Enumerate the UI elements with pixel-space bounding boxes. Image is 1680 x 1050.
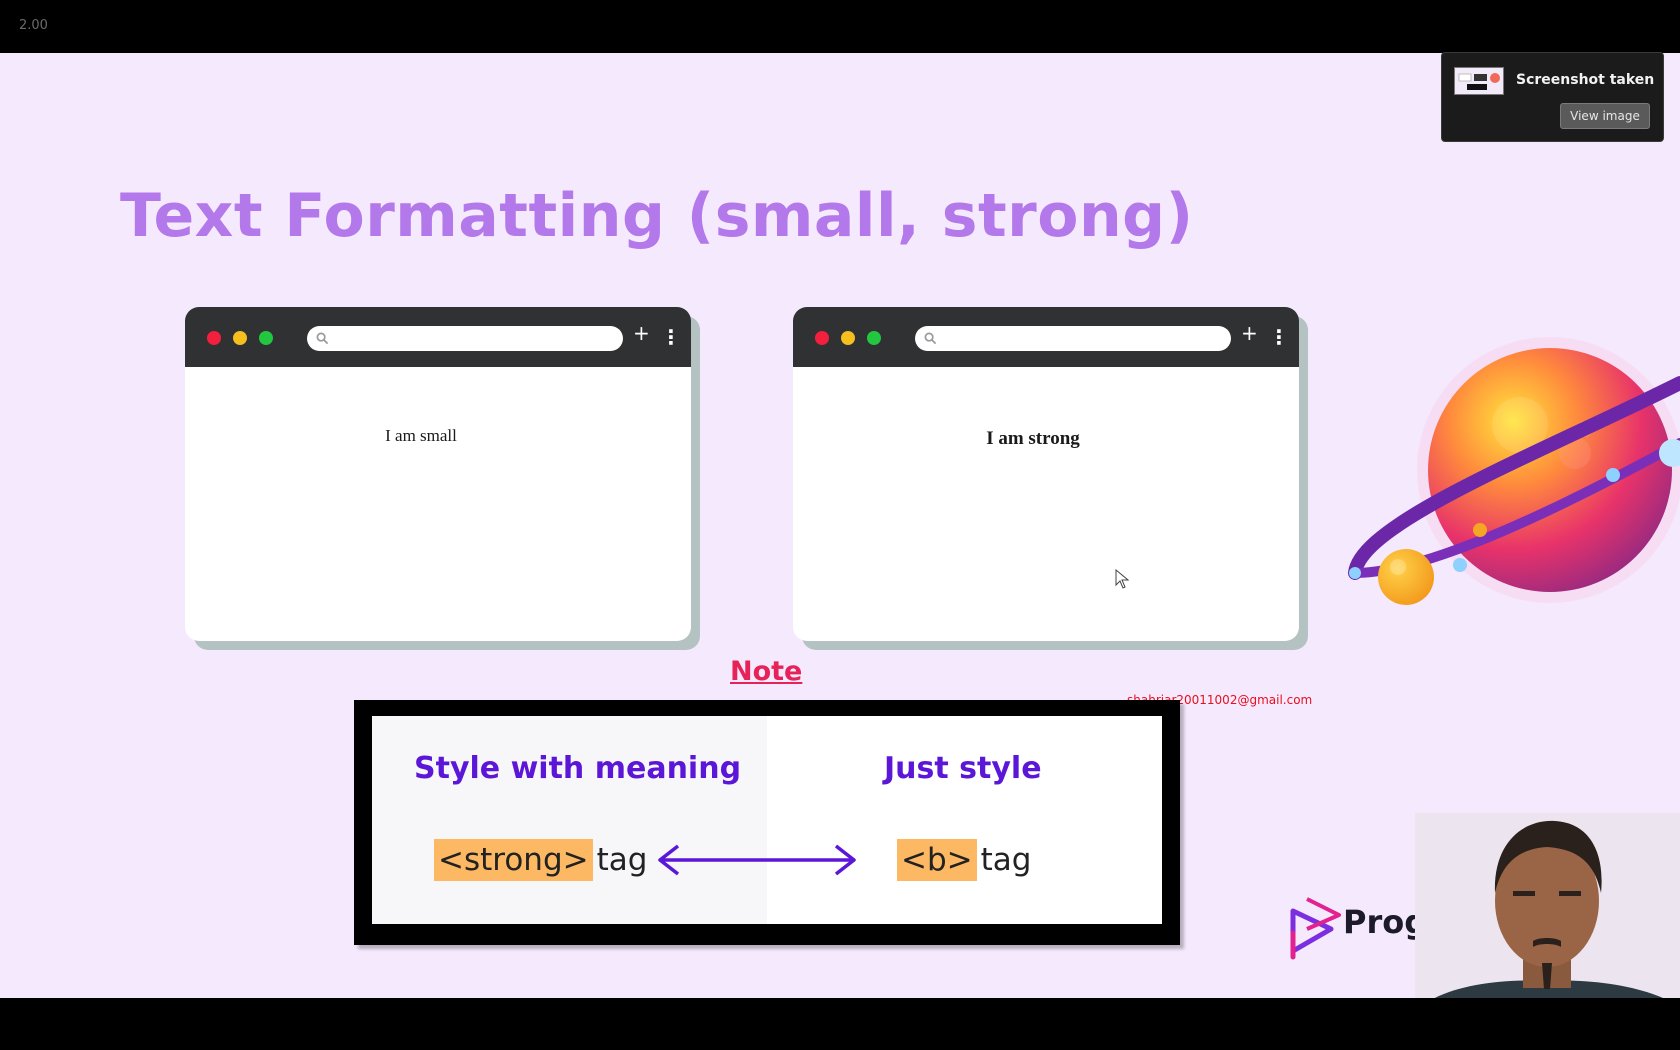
browser-window-strong: + ⋮ I am strong <box>793 307 1299 641</box>
plus-icon: + <box>1241 321 1258 345</box>
small-text-output: I am small <box>385 426 457 445</box>
maximize-dot-icon <box>867 331 881 345</box>
minimize-dot-icon <box>841 331 855 345</box>
presenter-avatar <box>1415 813 1680 998</box>
close-dot-icon <box>207 331 221 345</box>
comparison-content: Style with meaning Just style <strong> t… <box>372 716 1162 924</box>
browser-window-small: + ⋮ I am small <box>185 307 691 641</box>
kebab-menu-icon: ⋮ <box>661 325 681 349</box>
presentation-slide: Text Formatting (small, strong) + ⋮ I am… <box>0 53 1680 998</box>
close-dot-icon <box>815 331 829 345</box>
kebab-menu-icon: ⋮ <box>1269 325 1289 349</box>
comparison-left-column <box>372 716 767 924</box>
b-tag-label: <b> tag <box>897 839 1031 881</box>
planet-illustration <box>1348 337 1680 605</box>
maximize-dot-icon <box>259 331 273 345</box>
toast-title: Screenshot taken <box>1516 72 1655 88</box>
double-arrow-icon <box>658 844 856 876</box>
address-bar <box>915 326 1231 351</box>
plus-icon: + <box>633 321 650 345</box>
strong-tag-label: <strong> tag <box>434 839 647 881</box>
slide-title: Text Formatting (small, strong) <box>120 181 1194 251</box>
top-bar: 2.00 <box>0 0 1680 53</box>
note-heading: Note <box>730 656 803 687</box>
b-tag-highlight: <b> <box>897 839 977 881</box>
programming-logo-icon <box>1290 897 1341 960</box>
screenshot-toast: Screenshot taken View image <box>1441 52 1664 142</box>
just-style-heading: Just style <box>884 751 1042 786</box>
b-tag-suffix: tag <box>980 842 1032 878</box>
strong-tag-highlight: <strong> <box>434 839 593 881</box>
strong-text-output: I am strong <box>986 428 1080 449</box>
browser-toolbar: + ⋮ <box>185 307 691 367</box>
presenter-webcam <box>1415 813 1680 998</box>
address-bar <box>307 326 623 351</box>
search-icon <box>316 332 329 345</box>
minimize-dot-icon <box>233 331 247 345</box>
thumbnail-preview <box>1455 68 1503 94</box>
bottom-bar <box>0 998 1680 1050</box>
mouse-cursor-icon <box>1115 569 1129 589</box>
browser-toolbar: + ⋮ <box>793 307 1299 367</box>
view-image-button[interactable]: View image <box>1560 103 1650 129</box>
screenshot-thumbnail[interactable] <box>1454 67 1504 95</box>
comparison-panel: Style with meaning Just style <strong> t… <box>354 700 1180 945</box>
style-with-meaning-heading: Style with meaning <box>414 751 742 786</box>
playback-speed: 2.00 <box>19 18 48 33</box>
strong-tag-suffix: tag <box>596 842 648 878</box>
search-icon <box>924 332 937 345</box>
